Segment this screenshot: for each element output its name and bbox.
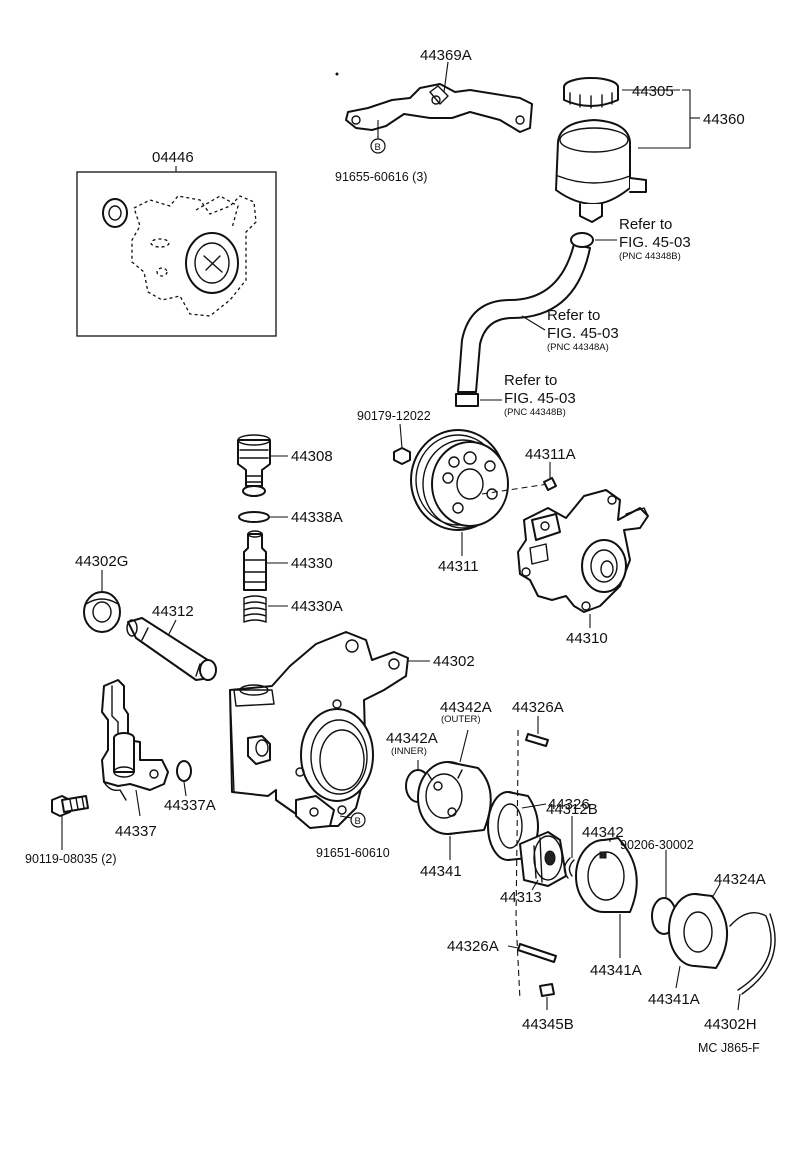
label-44342A-inner: 44342A bbox=[386, 730, 438, 747]
shaft-44312 bbox=[126, 617, 217, 681]
oil-seal-44302G bbox=[83, 591, 121, 633]
end-cover-44324A bbox=[668, 893, 728, 969]
label-44342: 44342 bbox=[582, 824, 624, 841]
label-44341A-front: 44341A bbox=[590, 962, 642, 979]
label-44341: 44341 bbox=[420, 863, 462, 880]
gasket-kit-box-04446 bbox=[76, 171, 277, 337]
label-44326: 44326 bbox=[548, 796, 590, 813]
gasket-kit-parts bbox=[102, 195, 257, 317]
side-plate-44341A-front bbox=[575, 837, 638, 913]
ref1-fig: FIG. 45-03 bbox=[619, 234, 691, 251]
label-44326A-top: 44326A bbox=[512, 699, 564, 716]
bolt-marker-b-top-text: B bbox=[375, 142, 381, 153]
ref3-refer: Refer to bbox=[504, 372, 557, 389]
reservoir-cap-44305 bbox=[563, 77, 619, 109]
vane-44345B bbox=[539, 983, 555, 997]
label-44312: 44312 bbox=[152, 603, 194, 620]
label-44313: 44313 bbox=[500, 889, 542, 906]
label-44337A: 44337A bbox=[164, 797, 216, 814]
nut-90179 bbox=[393, 447, 411, 465]
flow-control-valve-44330 bbox=[243, 530, 267, 591]
label-44369A: 44369A bbox=[420, 47, 472, 64]
stray-mark bbox=[335, 72, 339, 76]
label-91651-60610: 91651-60610 bbox=[316, 846, 390, 860]
ref3-pnc: (PNC 44348B) bbox=[504, 407, 566, 418]
label-44302: 44302 bbox=[433, 653, 475, 670]
label-outer-note: (OUTER) bbox=[441, 714, 481, 725]
pin-44326A-bottom bbox=[517, 943, 557, 963]
ref1-refer: Refer to bbox=[619, 216, 672, 233]
ref2-refer: Refer to bbox=[547, 307, 600, 324]
label-44302H: 44302H bbox=[704, 1016, 757, 1033]
label-04446: 04446 bbox=[152, 149, 194, 166]
label-inner-note: (INNER) bbox=[391, 746, 427, 757]
drawing-code: MC J865-F bbox=[698, 1041, 760, 1055]
label-90206-30002: 90206-30002 bbox=[620, 838, 694, 852]
label-44330A: 44330A bbox=[291, 598, 343, 615]
ref1-pnc: (PNC 44348B) bbox=[619, 251, 681, 262]
label-90179-12022: 90179-12022 bbox=[357, 409, 431, 423]
pump-assembly-44310 bbox=[517, 489, 649, 613]
spring-44330A bbox=[243, 595, 267, 623]
bracket-44337 bbox=[101, 679, 169, 801]
label-44302G: 44302G bbox=[75, 553, 128, 570]
label-44324A: 44324A bbox=[714, 871, 766, 888]
label-91655-60616: 91655-60616 (3) bbox=[335, 170, 427, 184]
ref3-fig: FIG. 45-03 bbox=[504, 390, 576, 407]
ref2-fig: FIG. 45-03 bbox=[547, 325, 619, 342]
label-90119-08035: 90119-08035 (2) bbox=[25, 852, 117, 866]
label-44312B: 44312B bbox=[546, 801, 598, 818]
label-44310: 44310 bbox=[566, 630, 608, 647]
label-44326A-bottom: 44326A bbox=[447, 938, 499, 955]
label-44311A: 44311A bbox=[525, 446, 576, 463]
ref2-pnc: (PNC 44348A) bbox=[547, 342, 609, 353]
label-44342A-outer: 44342A bbox=[440, 699, 492, 716]
rotor-44313 bbox=[519, 831, 567, 887]
snap-ring-44302H bbox=[729, 912, 772, 991]
suction-hose bbox=[455, 232, 594, 407]
pulley-44311 bbox=[410, 429, 509, 531]
bolt-90119-08035 bbox=[51, 795, 89, 817]
label-44305: 44305 bbox=[632, 83, 674, 100]
reservoir-tank-44360 bbox=[555, 119, 647, 223]
snap-ring-44312B bbox=[568, 859, 575, 877]
o-ring-44338A bbox=[238, 511, 270, 523]
bolt-marker-b-bottom bbox=[350, 812, 366, 828]
label-44330: 44330 bbox=[291, 555, 333, 572]
label-44341A-rear: 44341A bbox=[648, 991, 700, 1008]
label-44311: 44311 bbox=[438, 558, 479, 575]
label-44337: 44337 bbox=[115, 823, 157, 840]
label-44360: 44360 bbox=[703, 111, 745, 128]
label-44345B: 44345B bbox=[522, 1016, 574, 1033]
label-44308: 44308 bbox=[291, 448, 333, 465]
union-fitting-44308 bbox=[237, 434, 271, 497]
pump-housing-44302 bbox=[229, 631, 409, 829]
o-ring-44337A bbox=[176, 760, 192, 782]
bolt-marker-b-bottom-text: B bbox=[355, 816, 361, 827]
bolt-marker-b-top bbox=[370, 138, 386, 154]
woodruff-key-44311A bbox=[543, 477, 557, 491]
label-44338A: 44338A bbox=[291, 509, 343, 526]
side-plate-44341 bbox=[417, 761, 492, 835]
pin-44326A-top bbox=[525, 733, 549, 747]
bracket-44369A bbox=[345, 83, 533, 133]
